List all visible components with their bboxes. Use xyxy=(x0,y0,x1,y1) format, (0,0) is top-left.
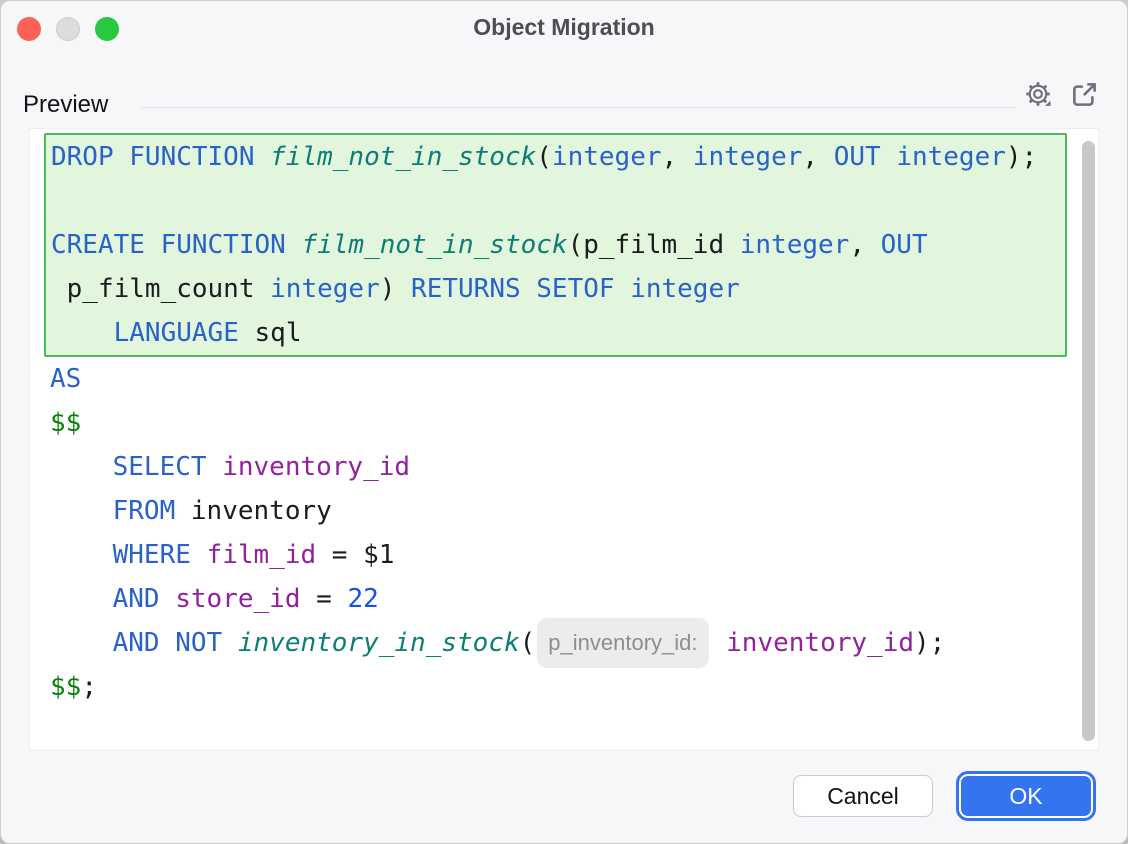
code-token: store_id xyxy=(175,584,301,614)
code-token: = xyxy=(300,584,348,614)
code-token: film_not_in_stock xyxy=(270,142,537,172)
code-line xyxy=(46,179,1065,223)
code-editor-preview[interactable]: DROP FUNCTION film_not_in_stock(integer,… xyxy=(29,128,1099,751)
code-line: LANGUAGE sql xyxy=(46,311,1065,355)
gear-icon[interactable] xyxy=(1023,79,1053,109)
code-token: integer xyxy=(739,230,850,260)
zoom-icon[interactable] xyxy=(95,17,119,41)
code-token xyxy=(50,489,113,533)
code-line: AND NOT inventory_in_stock(p_inventory_i… xyxy=(30,618,1098,668)
code-token: ); xyxy=(914,628,946,658)
code-token: integer xyxy=(551,142,662,172)
code-token: $$ xyxy=(50,672,82,702)
code-token: integer xyxy=(270,274,380,304)
code-token xyxy=(711,621,727,665)
code-token xyxy=(50,533,113,577)
code-line: $$; xyxy=(30,665,1098,709)
code-token: inventory_id xyxy=(222,452,411,482)
window-title: Object Migration xyxy=(473,14,655,40)
code-token: SELECT xyxy=(112,452,207,482)
code-token: inventory xyxy=(175,496,332,526)
code-line: SELECT inventory_id xyxy=(30,445,1098,489)
code-token: integer xyxy=(692,142,803,172)
code-token: 22 xyxy=(347,584,379,614)
code-token xyxy=(50,577,113,621)
code-token xyxy=(160,577,176,621)
cancel-button[interactable]: Cancel xyxy=(793,775,933,817)
code-line: FROM inventory xyxy=(30,489,1098,533)
preview-section-label: Preview xyxy=(23,91,109,118)
vertical-scrollbar[interactable] xyxy=(1082,141,1095,741)
code-line: p_film_count integer) RETURNS SETOF inte… xyxy=(46,267,1065,311)
code-token: OUT integer xyxy=(833,142,1006,172)
code-token: sql xyxy=(238,318,302,348)
code-token xyxy=(50,445,113,489)
ok-button[interactable]: OK xyxy=(959,774,1093,818)
code-token: AS xyxy=(50,364,82,394)
code-token xyxy=(207,445,223,489)
code-token: inventory_id xyxy=(726,628,914,658)
code-token: ; xyxy=(81,672,97,702)
code-token: ); xyxy=(1005,142,1038,172)
code-line: DROP FUNCTION film_not_in_stock(integer,… xyxy=(46,135,1065,179)
traffic-lights xyxy=(17,17,119,41)
code-line: $$ xyxy=(30,401,1098,445)
code-token: p_film_count xyxy=(51,274,271,304)
code-token: , xyxy=(849,230,881,260)
code-token: ) xyxy=(379,274,412,304)
code-token: inventory_in_stock xyxy=(237,628,520,658)
header-icons xyxy=(1023,79,1099,109)
code-token: , xyxy=(802,142,834,172)
close-icon[interactable] xyxy=(17,17,41,41)
code-line: CREATE FUNCTION film_not_in_stock(p_film… xyxy=(46,223,1065,267)
code-token: OUT xyxy=(880,230,928,260)
code-token: WHERE xyxy=(112,540,191,570)
code-token: ( xyxy=(536,142,552,172)
code-line: AND store_id = 22 xyxy=(30,577,1098,621)
code-line: AS xyxy=(30,357,1098,401)
titlebar: Object Migration xyxy=(1,1,1127,57)
code-token: = $1 xyxy=(316,540,395,570)
code-token xyxy=(50,621,113,665)
code-token: film_not_in_stock xyxy=(301,230,568,260)
code-token: RETURNS SETOF integer xyxy=(411,274,740,304)
code-line: WHERE film_id = $1 xyxy=(30,533,1098,577)
section-separator-line xyxy=(141,107,1016,108)
code-token: LANGUAGE xyxy=(113,318,239,348)
code-token: CREATE FUNCTION xyxy=(51,230,302,260)
highlight-box: DROP FUNCTION film_not_in_stock(integer,… xyxy=(44,133,1067,357)
parameter-hint-chip: p_inventory_id: xyxy=(537,618,709,668)
code-token: (p_film_id xyxy=(567,230,740,260)
code-token xyxy=(51,311,114,355)
open-in-new-window-icon[interactable] xyxy=(1069,79,1099,109)
minimize-icon xyxy=(56,17,80,41)
code-token: film_id xyxy=(206,540,317,570)
code-token: ( xyxy=(519,628,536,658)
code-token: FROM xyxy=(112,496,176,526)
code-token: $$ xyxy=(50,408,82,438)
code-token xyxy=(191,533,207,577)
code-token: AND xyxy=(112,584,160,614)
code-token: DROP FUNCTION xyxy=(51,142,271,172)
dialog-footer: Cancel OK xyxy=(793,771,1097,821)
code-rest: AS$$ SELECT inventory_id FROM inventory … xyxy=(30,357,1098,709)
code-token: , xyxy=(661,142,693,172)
code-token: AND NOT xyxy=(112,628,238,658)
